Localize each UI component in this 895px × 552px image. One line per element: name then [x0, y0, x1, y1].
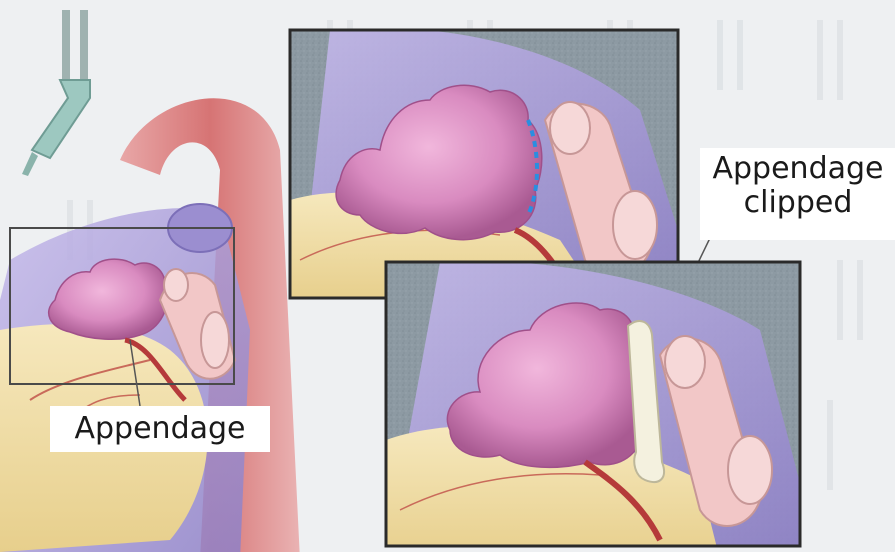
surgical-instrument-icon: [22, 10, 90, 176]
inset-after: [386, 261, 820, 552]
appendage-clipped-label-line2: clipped: [700, 186, 895, 220]
appendage-label: Appendage: [50, 406, 270, 452]
appendage-clipped-label-line1: Appendage: [700, 152, 895, 186]
appendage-clipped-label: Appendage clipped: [700, 148, 895, 240]
inset-before: [290, 28, 700, 300]
heart-overview: [0, 204, 250, 552]
